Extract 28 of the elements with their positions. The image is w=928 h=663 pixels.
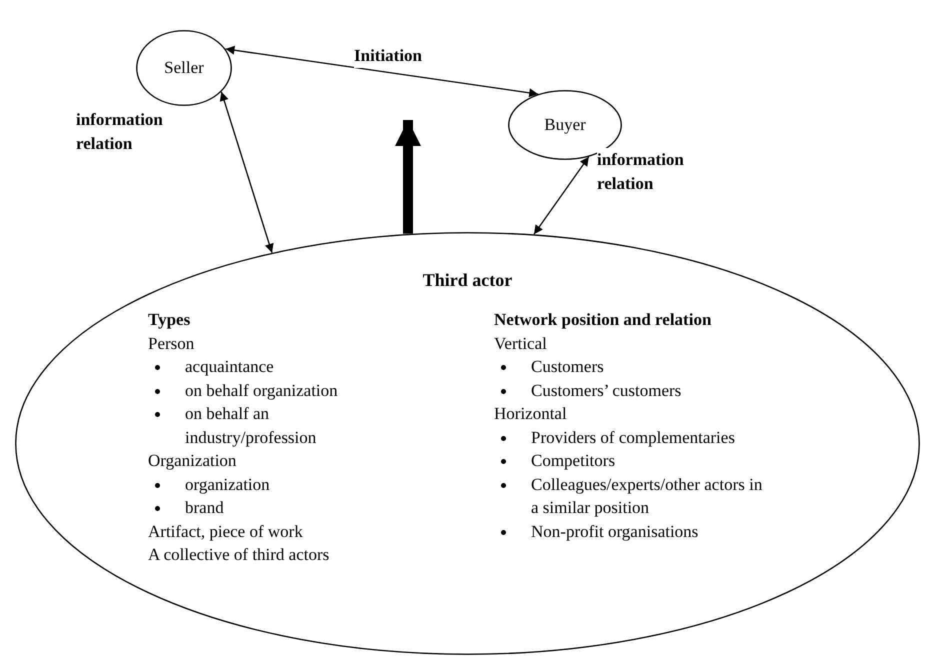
list-item: on behalf an industry/profession	[185, 404, 316, 446]
list-item: Customers	[531, 357, 604, 376]
category-label: A collective of third actors	[148, 545, 330, 564]
list-item: acquaintance	[185, 357, 274, 376]
category-label: Vertical	[494, 334, 547, 352]
seller-ellipse	[136, 30, 232, 106]
list-item: brand	[185, 498, 224, 517]
thick-arrow	[395, 120, 421, 234]
category-label: Horizontal	[494, 404, 567, 423]
heading: Third actor	[422, 270, 512, 290]
arrow	[225, 46, 538, 98]
category-label: Organization	[148, 451, 236, 470]
list-item: Competitors	[531, 451, 616, 470]
arrow	[533, 156, 590, 235]
list-item: organization	[185, 474, 270, 494]
node-label: Seller	[164, 58, 204, 78]
category-label: Person	[148, 334, 194, 352]
third-actor-ellipse	[15, 232, 920, 655]
list-item: Colleagues/experts/other actors in a similar position	[531, 474, 762, 517]
list-item: Customers’ customers	[531, 380, 682, 400]
category-label: Artifact, piece of work	[148, 522, 303, 540]
list-item: Non-profit organisations	[531, 522, 698, 540]
list-item: Providers of complementaries	[531, 428, 735, 446]
section-heading: Types	[148, 310, 190, 329]
section-heading: Network position and relation	[494, 310, 712, 329]
node-label: Buyer	[544, 115, 586, 135]
arrow	[220, 92, 274, 253]
list-item: on behalf organization	[185, 380, 338, 400]
